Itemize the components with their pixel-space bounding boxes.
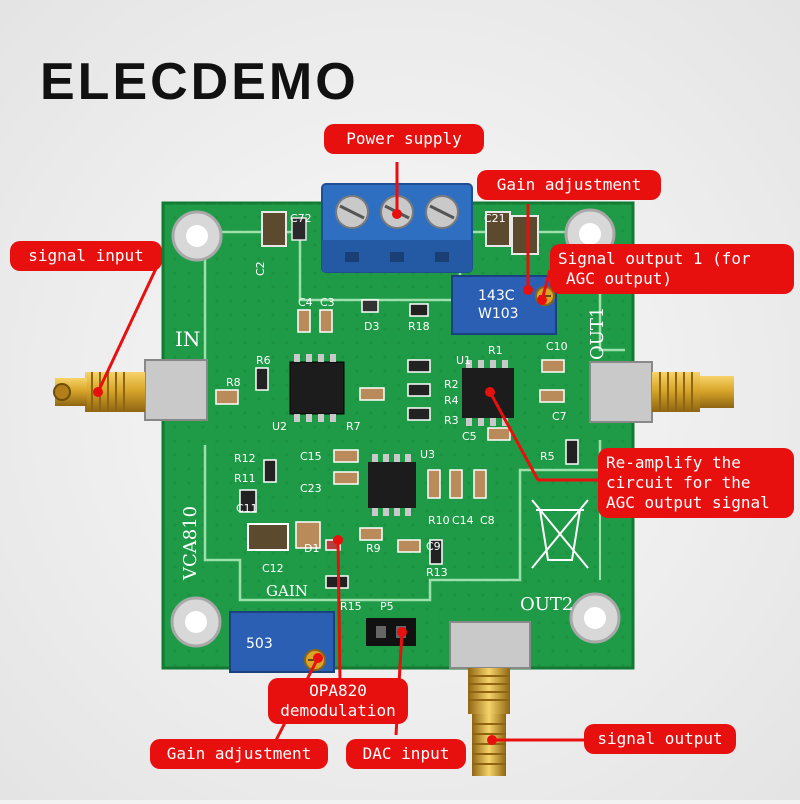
label-c4: C4: [298, 296, 313, 309]
label-c11: C11: [236, 502, 258, 515]
callout-gain-adjustment-bottom: Gain adjustment: [150, 739, 328, 769]
mounting-hole-bottom-left: [170, 596, 222, 648]
callout-opa820: OPA820 demodulation: [268, 678, 408, 724]
callout-opa820-line2: demodulation: [280, 701, 396, 720]
callout-signal-output-1-line1: Signal output 1 (for: [558, 249, 751, 268]
label-r2: R2: [444, 378, 459, 391]
label-r11: R11: [234, 472, 256, 485]
label-c7: C7: [552, 410, 567, 423]
label-u3: U3: [420, 448, 435, 461]
sma-connector-out2: [449, 621, 531, 776]
pot-top-text-2: W103: [478, 306, 519, 322]
label-c15: C15: [300, 450, 322, 463]
callout-opa820-line1: OPA820: [309, 681, 367, 700]
label-c21: C21: [484, 212, 506, 225]
label-c23: C23: [300, 482, 322, 495]
callout-signal-output-1-line2: AGC output): [566, 269, 672, 288]
callout-power-supply: Power supply: [324, 124, 484, 154]
callout-reamplify-line3: AGC output signal: [606, 493, 770, 512]
ic-u3-opa820: [368, 454, 416, 516]
label-u1: U1: [456, 354, 471, 367]
callout-signal-output: signal output: [584, 724, 736, 754]
label-c5: C5: [462, 430, 477, 443]
label-r8: R8: [226, 376, 241, 389]
ic-u2-vca810: [289, 354, 345, 422]
label-u2: U2: [272, 420, 287, 433]
label-r13: R13: [426, 566, 448, 579]
label-r6: R6: [256, 354, 271, 367]
label-r4: R4: [444, 394, 459, 407]
mounting-hole-top-left: [171, 210, 223, 262]
label-c8: C8: [480, 514, 495, 527]
callout-reamplify-line2: circuit for the: [606, 473, 751, 492]
label-d3: D3: [364, 320, 379, 333]
label-out1: OUT1: [587, 307, 608, 360]
label-c9: C9: [426, 540, 441, 553]
label-c72: C72: [290, 212, 312, 225]
label-gain: GAIN: [266, 582, 308, 600]
callout-signal-input: signal input: [10, 241, 162, 271]
silkscreen-labels: IN OUT1 OUT2 GAIN VCA810 C72 C2 C21 C4 C…: [175, 212, 608, 615]
label-r1: R1: [488, 344, 503, 357]
label-out2: OUT2: [520, 594, 573, 615]
label-r5: R5: [540, 450, 555, 463]
passive-components: [215, 211, 579, 589]
sma-connector-out1: [589, 361, 734, 423]
callout-gain-adjustment-top: Gain adjustment: [477, 170, 661, 200]
label-r3: R3: [444, 414, 459, 427]
label-r7: R7: [346, 420, 361, 433]
pot-top-text-1: 143C: [478, 288, 515, 304]
label-r10: R10: [428, 514, 450, 527]
label-c10: C10: [546, 340, 568, 353]
pot-bottom-text: 503: [246, 636, 273, 652]
label-c12: C12: [262, 562, 284, 575]
label-c14: C14: [452, 514, 474, 527]
power-terminal-block: [321, 183, 473, 273]
callout-signal-output-1: Signal output 1 (for AGC output): [550, 244, 794, 294]
label-c3: C3: [320, 296, 335, 309]
callout-dac-input: DAC input: [346, 739, 466, 769]
leader-dots: [93, 209, 547, 745]
label-c2: C2: [254, 261, 267, 276]
weee-bin-symbol: [531, 499, 589, 569]
label-d1: D1: [304, 542, 319, 555]
callout-reamplify-line1: Re-amplify the: [606, 453, 741, 472]
label-vca810: VCA810: [180, 506, 201, 581]
mounting-hole-bottom-right: [569, 592, 621, 644]
label-r12: R12: [234, 452, 256, 465]
potentiometer-top: 143C W103: [451, 275, 557, 335]
label-r15: R15: [340, 600, 362, 613]
p5-pin-header: [366, 618, 416, 646]
label-in: IN: [175, 327, 200, 351]
callout-reamplify: Re-amplify the circuit for the AGC outpu…: [598, 448, 794, 518]
label-p5: P5: [380, 600, 394, 613]
brand-logo-text: ELECDEMO: [40, 53, 359, 111]
potentiometer-bottom: 503: [229, 611, 335, 673]
label-r18: R18: [408, 320, 430, 333]
sma-connector-in: [53, 359, 208, 421]
label-r9: R9: [366, 542, 381, 555]
